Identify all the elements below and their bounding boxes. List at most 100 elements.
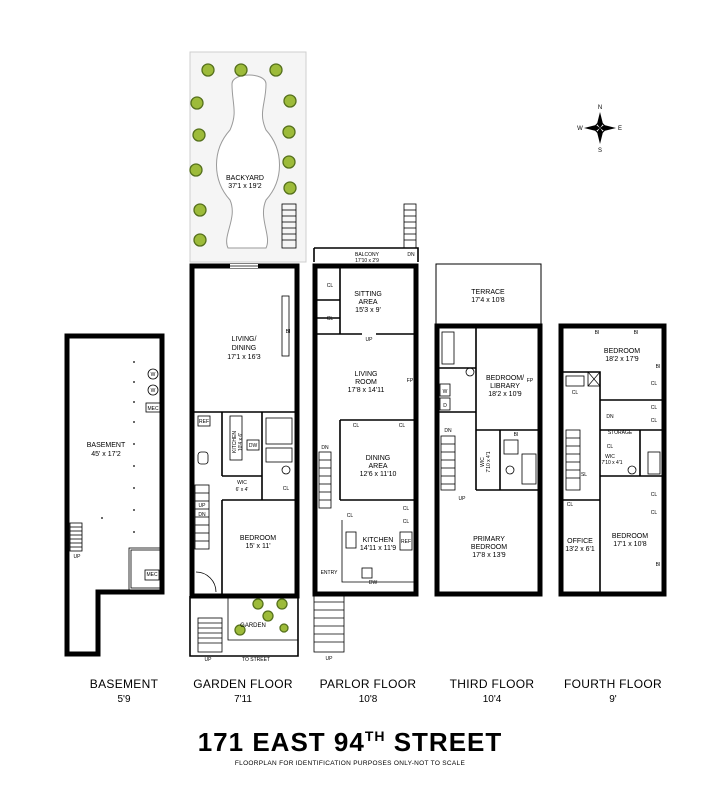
parlor-cl-1: CL <box>327 283 334 289</box>
parlor-cl-7: CL <box>403 519 410 525</box>
basement-room-dims: 45' x 17'2 <box>91 451 121 458</box>
kitchen-parlor-name: KITCHEN <box>363 537 394 544</box>
primary-bedroom-name1: PRIMARY <box>473 536 505 543</box>
garden-dn-label: DN <box>198 512 206 518</box>
bedroom-library-dims: 18'2 x 10'9 <box>488 391 522 398</box>
balcony-dn-label: DN <box>407 252 415 258</box>
wic-garden-name: WIC <box>237 480 247 486</box>
basement-up-label: UP <box>74 554 82 560</box>
bedroom-fourth-top-dims: 18'2 x 17'9 <box>605 356 639 363</box>
compass-w: W <box>577 126 583 132</box>
garden-bi-label: BI <box>286 329 291 335</box>
compass-rose-icon: N S W E <box>577 105 622 154</box>
third-bi-label: BI <box>514 432 519 438</box>
parlor-cl-3: CL <box>353 423 360 429</box>
sitting-dims: 15'3 x 9' <box>355 307 381 314</box>
basement-mec-label: MEC <box>146 572 158 578</box>
floor-height-fourth: 9' <box>609 694 617 705</box>
living-room-dims: 17'8 x 14'11 <box>348 387 385 394</box>
floor-name-basement: BASEMENT <box>90 677 159 691</box>
garden-cl-label: CL <box>283 486 290 492</box>
floor-height-third: 10'4 <box>483 694 502 705</box>
backyard-tree-icons <box>189 63 297 247</box>
garden-ref-label: REF <box>199 419 209 425</box>
floor-height-parlor: 10'8 <box>359 694 378 705</box>
third-d-label: D <box>443 403 447 409</box>
title-main: 171 EAST 94 <box>198 727 365 757</box>
page-subtitle: FLOORPLAN FOR IDENTIFICATION PURPOSES ON… <box>235 760 466 767</box>
balcony-name: BALCONY <box>355 252 380 258</box>
fourth-bi-1: BI <box>595 330 600 336</box>
stoop-up-label: UP <box>326 656 334 662</box>
wic-third-name: WIC <box>480 457 486 467</box>
bedroom-fourth-bottom-dims: 17'1 x 10'8 <box>613 541 647 548</box>
basement-mec-label-2: MEC <box>147 406 159 412</box>
fourth-cl-1: CL <box>572 390 579 396</box>
page-title: 171 EAST 94TH STREET <box>198 727 503 757</box>
garden-tree-icons <box>234 598 289 636</box>
dining-area-name2: AREA <box>368 463 387 470</box>
to-street-label: TO STREET <box>242 657 270 663</box>
sitting-name1: SITTING <box>354 291 382 298</box>
floor-height-garden: 7'11 <box>234 694 252 705</box>
fourth-cl-4: CL <box>651 418 658 424</box>
third-floor-plan: TERRACE 17'4 x 10'8 W D DN UP FP BI WIC … <box>434 263 543 597</box>
title-superscript: TH <box>365 728 386 744</box>
living-room-name2: ROOM <box>355 379 377 386</box>
bedroom-garden-name: BEDROOM <box>240 535 276 542</box>
garden-up-label: UP <box>199 503 207 509</box>
fourth-cl-5: CL <box>651 492 658 498</box>
floor-height-basement: 5'9 <box>117 694 130 705</box>
bedroom-fourth-bottom-name: BEDROOM <box>612 533 648 540</box>
primary-bedroom-dims: 17'8 x 13'9 <box>472 552 506 559</box>
third-up-label: UP <box>459 496 467 502</box>
fourth-bi-4: BI <box>656 562 661 568</box>
bedroom-library-name2: LIBRARY <box>490 383 520 390</box>
storage-label: STORAGE <box>608 430 633 436</box>
floor-name-parlor: PARLOR FLOOR <box>320 677 417 691</box>
parlor-ref-label: REF <box>401 539 411 545</box>
basement-plan: MEC W W MEC UP BASEMENT 45' x 17'2 <box>64 333 165 657</box>
parlor-cl-6: CL <box>403 506 410 512</box>
compass-n: N <box>598 105 602 111</box>
wic-fourth-name: WIC <box>605 454 615 460</box>
basement-washer-label: W <box>151 372 156 378</box>
parlor-cl-2: CL <box>327 316 334 322</box>
bedroom-fourth-top-name: BEDROOM <box>604 348 640 355</box>
fourth-sl-label: SL <box>581 472 587 478</box>
terrace-dims: 17'4 x 10'8 <box>471 297 505 304</box>
living-dining-name2: DINING <box>232 345 257 352</box>
living-dining-dims: 17'1 x 16'3 <box>227 354 261 361</box>
terrace-name: TERRACE <box>471 289 505 296</box>
fourth-cl-7: CL <box>607 444 614 450</box>
garden-name: GARDEN <box>240 623 266 629</box>
garden-dw-label: DW <box>249 443 258 449</box>
fourth-cl-2: CL <box>651 381 658 387</box>
bedroom-garden-dims: 15' x 11' <box>245 543 270 550</box>
compass-s: S <box>598 148 602 154</box>
garden-front-up-label: UP <box>205 657 213 663</box>
fourth-floor-plan: CL CL CL CL CL CL CL CL BI BI BI BI STOR… <box>558 323 667 597</box>
kitchen-parlor-dims: 14'11 x 11'9 <box>360 545 396 552</box>
fourth-cl-6: CL <box>651 510 658 516</box>
garden-floor-plan: BACKYARD 37'1 x 19'2 BI REF DW UP DN CL … <box>189 51 307 663</box>
fourth-cl-3: CL <box>651 405 658 411</box>
bedroom-library-name1: BEDROOM/ <box>486 375 524 382</box>
dining-area-name1: DINING <box>366 455 391 462</box>
dining-area-dims: 12'6 x 11'10 <box>360 471 397 478</box>
fourth-bi-2: BI <box>634 330 639 336</box>
wic-garden-dims: 6' x 4' <box>236 487 249 493</box>
floor-name-garden: GARDEN FLOOR <box>193 677 293 691</box>
floor-name-fourth: FOURTH FLOOR <box>564 677 662 691</box>
sitting-up-label: UP <box>366 337 374 343</box>
wic-third-dims: 7'10 x 4'1 <box>486 451 492 472</box>
parlor-dn-label: DN <box>321 445 329 451</box>
basement-room-name: BASEMENT <box>87 442 126 449</box>
living-room-name1: LIVING <box>355 371 378 378</box>
third-dn-label: DN <box>444 428 452 434</box>
basement-washer2-label: W <box>151 388 156 394</box>
primary-bedroom-name2: BEDROOM <box>471 544 507 551</box>
sitting-name2: AREA <box>358 299 377 306</box>
wic-fourth-dims: 7'10 x 4'1 <box>601 460 622 466</box>
